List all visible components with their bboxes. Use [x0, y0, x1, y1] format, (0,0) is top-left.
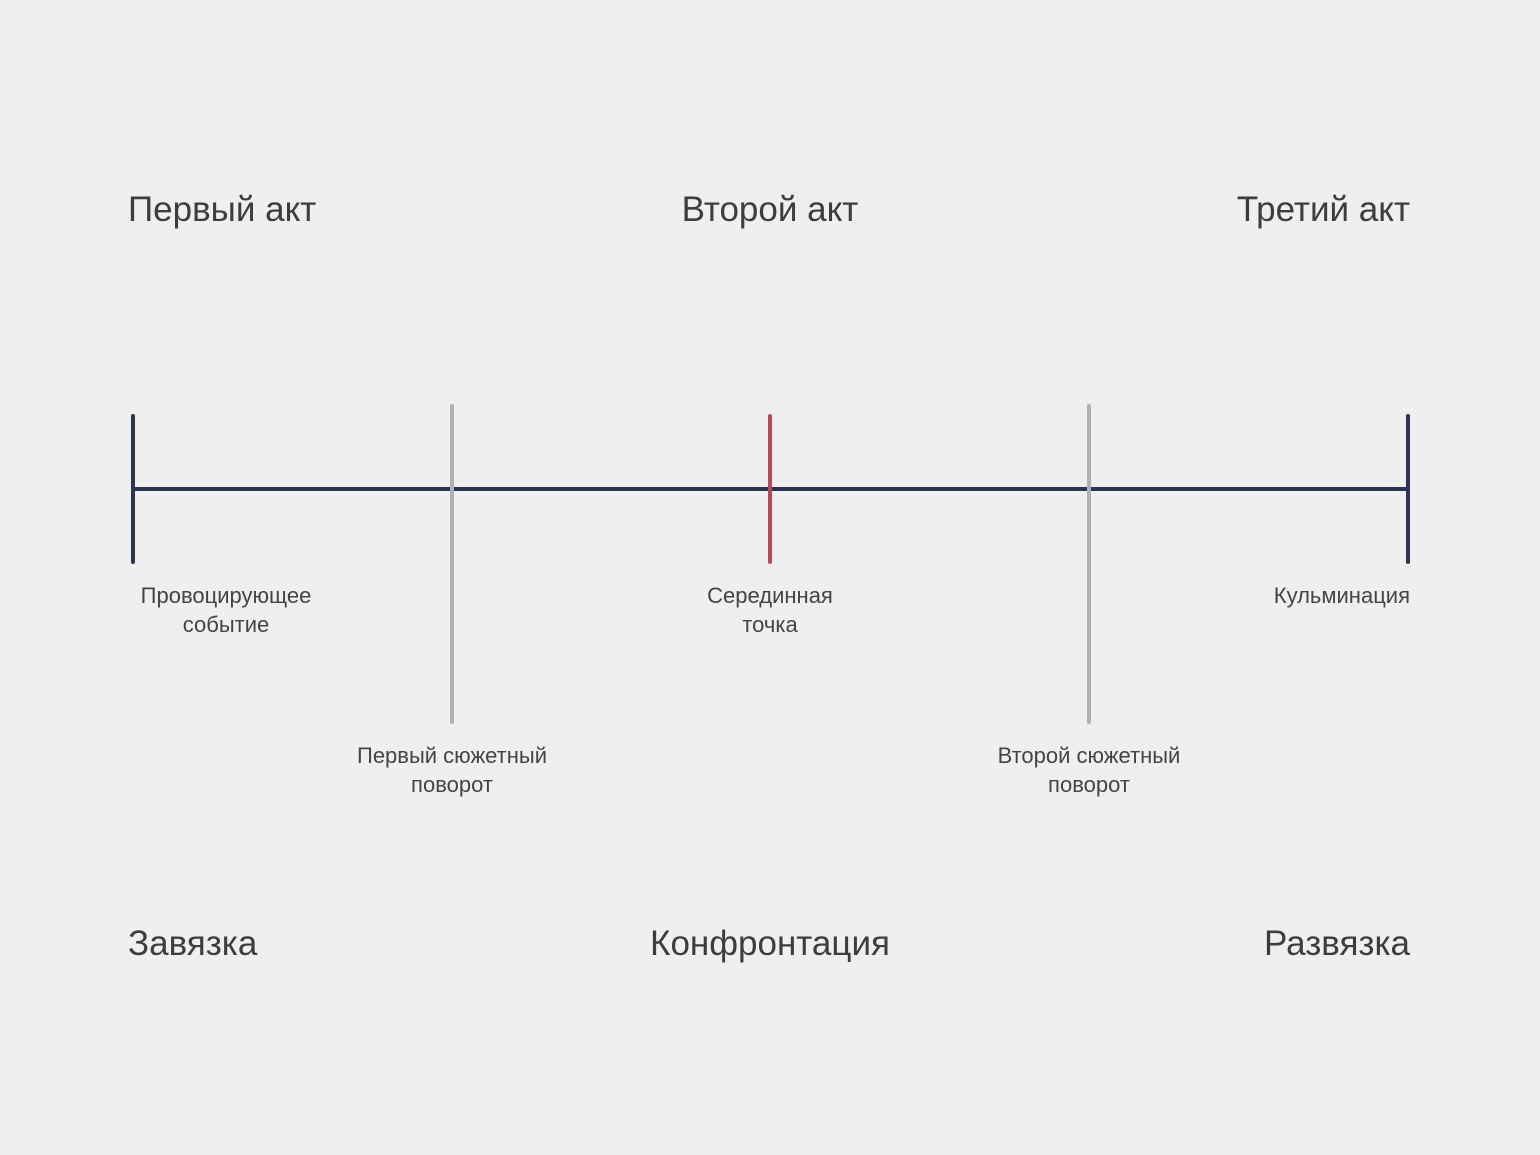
label-line: Провоцирующее — [140, 583, 312, 608]
label-line: поворот — [411, 772, 493, 797]
inciting-incident-label: Провоцирующее событие — [141, 581, 312, 639]
phase-resolution: Развязка — [1263, 924, 1410, 963]
plot-point-2-marker — [1087, 404, 1091, 724]
phase-setup: Завязка — [128, 924, 258, 963]
plot-point-1-marker — [450, 404, 454, 724]
midpoint-marker — [768, 414, 772, 564]
label-line: событие — [182, 612, 270, 637]
start-tick — [131, 414, 135, 564]
phase-confrontation: Конфронтация — [650, 924, 890, 963]
label-line: Второй сюжетный — [997, 743, 1181, 768]
midpoint-label: Серединная точка — [707, 581, 833, 639]
end-tick — [1406, 414, 1410, 564]
label-line: Первый сюжетный — [357, 743, 547, 768]
label-line: точка — [742, 612, 798, 637]
act-2-title: Второй акт — [681, 190, 859, 229]
act-1-title: Первый акт — [128, 190, 317, 229]
climax-label: Кульминация — [1274, 581, 1410, 610]
act-3-title: Третий акт — [1236, 190, 1410, 229]
label-line: поворот — [1048, 772, 1130, 797]
label-line: Серединная — [707, 583, 833, 608]
plot-point-2-label: Второй сюжетный поворот — [998, 741, 1181, 799]
plot-point-1-label: Первый сюжетный поворот — [357, 741, 547, 799]
label-line: Кульминация — [1273, 583, 1410, 608]
